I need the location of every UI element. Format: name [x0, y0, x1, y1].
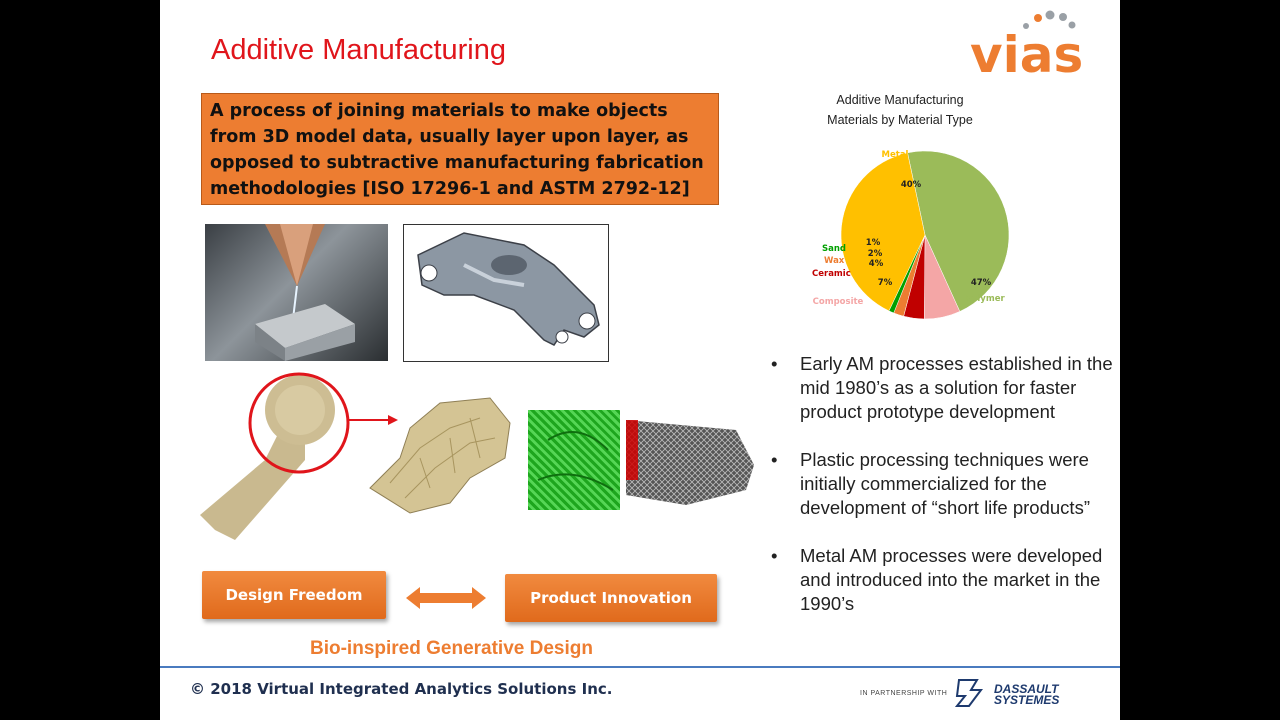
bullet-text: Plastic processing techniques were initi… — [800, 449, 1090, 518]
metal-deposition-image — [205, 224, 388, 361]
chart-title-line2: Materials by Material Type — [827, 113, 973, 127]
partner-text: IN PARTNERSHIP WITH — [860, 690, 948, 697]
partner-name-line2: SYSTEMES — [994, 693, 1060, 707]
dassault-3ds-icon — [955, 679, 983, 707]
pie-slice-metal — [840, 152, 926, 312]
pie-data-label: 7% — [878, 278, 893, 288]
pie-category-label: Wax — [824, 256, 845, 266]
pie-category-label: Metal — [882, 150, 909, 160]
bullet-dot: • — [771, 353, 778, 374]
bullet-dot: • — [771, 449, 778, 470]
gray-lattice-image — [626, 410, 756, 510]
trabecular-bone-image — [369, 397, 511, 514]
slide: Additive Manufacturing vias A process of… — [160, 0, 1120, 720]
product-innovation-label: Product Innovation — [530, 589, 692, 607]
vias-logo: vias — [970, 10, 1083, 80]
generative-bracket-image — [403, 224, 609, 362]
logo-text: vias — [970, 26, 1083, 80]
bullet-text: Metal AM processes were developed and in… — [800, 545, 1103, 614]
pie-category-label: Sand — [822, 244, 846, 254]
bullet-item: • Plastic processing techniques were init… — [768, 448, 1113, 520]
footer-divider — [160, 666, 1120, 668]
bullet-item: • Early AM processes established in the m… — [768, 352, 1113, 424]
arrow-icon — [348, 415, 398, 425]
green-lattice-image — [528, 410, 620, 510]
product-innovation-button[interactable]: Product Innovation — [505, 574, 717, 622]
bullet-item: • Metal AM processes were developed and i… — [768, 544, 1113, 616]
pie-data-label: 4% — [869, 259, 884, 269]
pie-data-label: 47% — [971, 278, 992, 288]
pie-data-label: 1% — [866, 238, 881, 248]
bio-inspired-caption: Bio-inspired Generative Design — [310, 638, 593, 659]
design-freedom-label: Design Freedom — [225, 586, 363, 604]
slide-title: Additive Manufacturing — [211, 34, 506, 66]
double-arrow-icon — [406, 587, 486, 609]
highlight-circle — [248, 372, 350, 474]
bullet-list: • Early AM processes established in the m… — [768, 352, 1113, 640]
partner-logo: IN PARTNERSHIP WITH DASSAULT SYSTEMES — [860, 672, 1090, 712]
pie-category-label: Polymer — [965, 294, 1005, 304]
definition-box: A process of joining materials to make o… — [201, 93, 719, 205]
pie-category-label: Ceramic — [812, 269, 851, 279]
partner-name-line1: DASSAULT — [994, 682, 1059, 696]
femur-bone-image — [200, 372, 350, 540]
bullet-dot: • — [771, 545, 778, 566]
bullet-text: Early AM processes established in the mi… — [800, 353, 1113, 422]
materials-pie-chart: Additive Manufacturing Materials by Mate… — [812, 93, 1010, 320]
pie-data-label: 2% — [868, 249, 883, 259]
pie-category-label: Composite — [813, 297, 864, 307]
design-freedom-button[interactable]: Design Freedom — [202, 571, 386, 619]
pie-slice-polymer — [907, 150, 1010, 312]
copyright-text: © 2018 Virtual Integrated Analytics Solu… — [190, 680, 613, 698]
chart-title-line1: Additive Manufacturing — [836, 93, 963, 107]
pie-data-label: 40% — [901, 180, 922, 190]
